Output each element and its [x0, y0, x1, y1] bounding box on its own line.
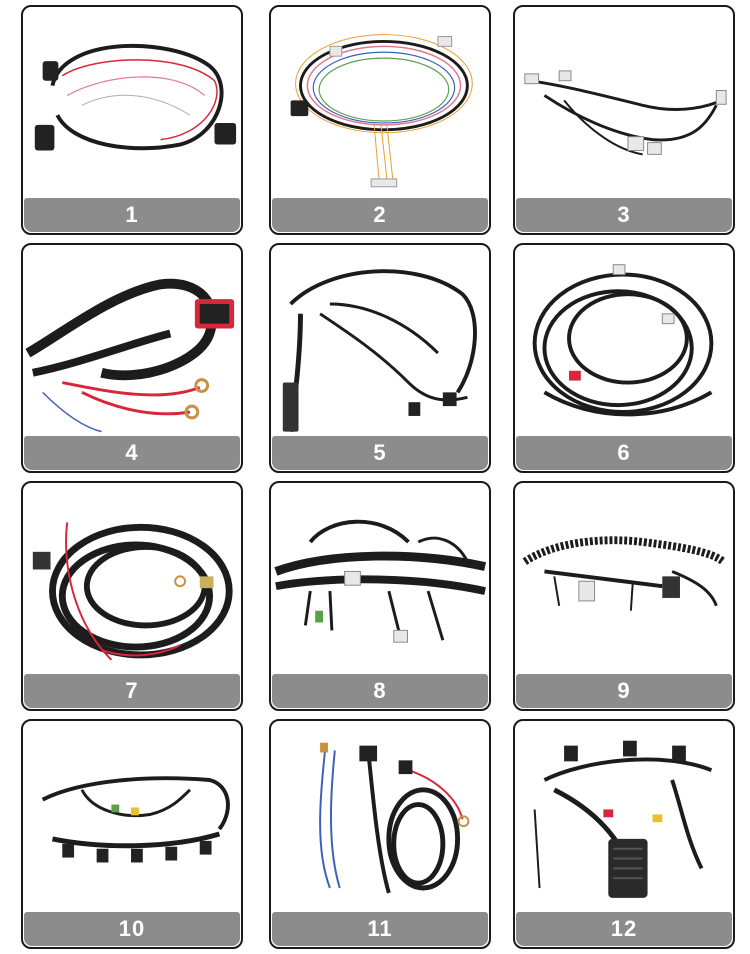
- harness-photo-7: [32, 522, 233, 661]
- product-card-1[interactable]: 1: [21, 5, 243, 235]
- label-bar: 11: [272, 912, 488, 946]
- product-card-4[interactable]: 4: [21, 243, 243, 473]
- product-number: 11: [367, 916, 393, 941]
- product-number: 4: [125, 440, 139, 465]
- product-number: 5: [373, 440, 387, 465]
- label-bar: 9: [516, 674, 732, 708]
- harness-photo-11: [319, 742, 470, 894]
- product-number: 10: [118, 916, 146, 941]
- label-bar: 7: [24, 674, 240, 708]
- label-bar: 1: [24, 198, 240, 232]
- product-card-10[interactable]: 10: [21, 719, 243, 949]
- product-number: 1: [125, 202, 139, 227]
- product-number: 12: [610, 916, 638, 941]
- product-card-5[interactable]: 5: [269, 243, 491, 473]
- label-bar: 6: [516, 436, 732, 470]
- harness-photo-2: [290, 34, 473, 188]
- product-card-3[interactable]: 3: [513, 5, 735, 235]
- label-bar: 10: [24, 912, 240, 946]
- product-card-9[interactable]: 9: [513, 481, 735, 711]
- product-number: 3: [617, 202, 631, 227]
- label-bar: 2: [272, 198, 488, 232]
- harness-photo-12: [533, 740, 713, 898]
- label-bar: 4: [24, 436, 240, 470]
- label-bar: 8: [272, 674, 488, 708]
- product-card-6[interactable]: 6: [513, 243, 735, 473]
- product-number: 8: [373, 678, 387, 703]
- harness-photo-8: [274, 519, 487, 643]
- product-card-2[interactable]: 2: [269, 5, 491, 235]
- product-number: 6: [617, 440, 631, 465]
- product-number: 9: [617, 678, 631, 703]
- harness-photo-5: [282, 269, 477, 432]
- harness-photo-9: [522, 536, 726, 611]
- product-card-8[interactable]: 8: [269, 481, 491, 711]
- label-bar: 5: [272, 436, 488, 470]
- label-bar: 12: [516, 912, 732, 946]
- label-bar: 3: [516, 198, 732, 232]
- product-number: 7: [125, 678, 139, 703]
- harness-photo-6: [532, 264, 714, 417]
- harness-photo-4: [25, 278, 235, 433]
- product-card-12[interactable]: 12: [513, 719, 735, 949]
- harness-photo-10: [41, 776, 230, 863]
- product-number: 2: [373, 202, 387, 227]
- product-card-11[interactable]: 11: [269, 719, 491, 949]
- harness-photo-3: [524, 70, 727, 156]
- harness-photo-1: [34, 44, 237, 151]
- product-card-7[interactable]: 7: [21, 481, 243, 711]
